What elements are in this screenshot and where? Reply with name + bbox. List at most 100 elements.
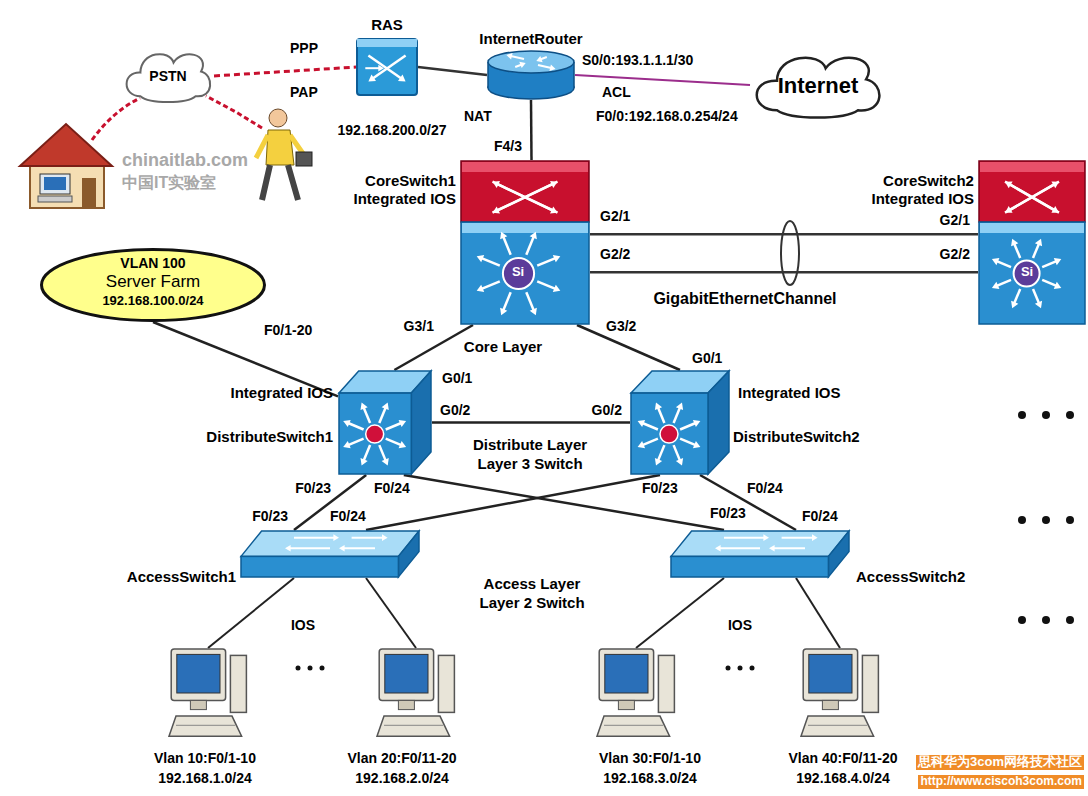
watermark: 中国IT实验室: [122, 174, 216, 192]
node-text: AccessSwitch2: [856, 568, 965, 585]
network-link: [366, 475, 660, 530]
network-link: [418, 67, 487, 75]
node-text: Vlan 30:F0/1-10: [599, 750, 701, 766]
port-label: F0/24: [372, 480, 412, 496]
distribution-switch: Integrated IOSDistributeSwitch1: [160, 368, 432, 476]
pc-shape: [376, 648, 456, 740]
node-text: 192.168.2.0/24: [355, 770, 448, 786]
port-label: G0/2: [438, 402, 472, 418]
node-text: Integrated IOS: [738, 384, 841, 401]
protocol-label: PAP: [288, 84, 320, 100]
dialup-line: [206, 96, 262, 128]
access-icon: [240, 530, 420, 578]
dist-icon: [630, 370, 730, 475]
node-text: PSTN: [149, 68, 186, 84]
pc-workstation: Vlan 10:F0/1-10 192.168.1.0/24: [140, 648, 280, 793]
internet-cloud: Internet: [750, 50, 885, 120]
router-icon: [487, 50, 575, 100]
port-label: F0/23: [640, 480, 680, 496]
access-switch: AccessSwitch2: [670, 530, 980, 594]
node-text: DistributeSwitch1: [206, 428, 333, 445]
dist-shape: [338, 370, 432, 475]
node-text: RAS: [371, 16, 403, 33]
layer-label: Layer 2 Switch: [478, 594, 587, 611]
core-switch: CoreSwitch1Integrated IOS: [340, 160, 590, 325]
port-label: G0/2: [590, 402, 624, 418]
interface-label: S0/0:193.1.1.1/30: [580, 52, 695, 68]
port-label: G3/1: [402, 318, 436, 334]
chip-label: Si: [512, 265, 524, 280]
ras-icon: [356, 38, 418, 96]
router-shape: [487, 50, 575, 100]
ras-shape: [356, 38, 418, 96]
node-text: Vlan 10:F0/1-10: [154, 750, 256, 766]
port-label: G2/1: [598, 208, 632, 224]
node-text: InternetRouter: [479, 30, 582, 47]
pc-workstation: Vlan 30:F0/1-10192.168.3.0/24: [580, 648, 720, 793]
port-label: F0/24: [328, 508, 368, 524]
network-link: [366, 578, 416, 648]
interface-label: F0/0:192.168.0.254/24: [594, 108, 740, 124]
pc-shape: [168, 648, 248, 740]
feature-label: ACL: [600, 84, 633, 100]
ras-server: RAS 192.168.200.0/27: [318, 12, 468, 144]
port-label: G2/1: [938, 212, 972, 228]
core-shape: [460, 160, 590, 325]
layer-label: Core Layer: [462, 338, 544, 355]
port-label: G0/1: [690, 350, 724, 366]
pc-shape: [800, 648, 880, 740]
os-label: IOS: [726, 617, 754, 633]
port-label: F4/3: [492, 138, 524, 154]
node-text: VLAN 100: [120, 255, 185, 271]
core-icon: [460, 160, 590, 325]
port-label: F0/1-20: [262, 322, 314, 338]
chip-label: Si: [1021, 265, 1033, 280]
core-icon: [978, 160, 1086, 325]
layer-label: Access Layer: [482, 575, 583, 592]
node-text: 192.168.4.0/24: [796, 770, 889, 786]
node-text: Integrated IOS: [872, 190, 975, 207]
access-shape: [670, 530, 850, 578]
network-link: [796, 578, 840, 648]
core-shape: [978, 160, 1086, 325]
protocol-label: PPP: [288, 40, 320, 56]
node-text: Vlan 20:F0/11-20: [348, 750, 457, 766]
node-text: CoreSwitch1: [365, 172, 456, 189]
layer-label: Distribute Layer: [471, 436, 589, 453]
port-label: F0/24: [745, 480, 785, 496]
watermark: http://www.ciscoh3com.com: [918, 775, 1084, 789]
pc-icon: [376, 648, 456, 740]
pstn-cloud: PSTN: [122, 48, 214, 104]
network-link: [208, 578, 294, 648]
distribution-switch: Integrated IOSDistributeSwitch2: [630, 368, 880, 476]
network-link: [700, 475, 796, 530]
network-link: [530, 100, 533, 160]
network-link: [432, 421, 630, 424]
node-text: 192.168.100.0/24: [102, 294, 203, 309]
server-farm-ellipse: VLAN 100Server Farm 192.168.100.0/24: [40, 248, 266, 322]
port-label: G2/2: [938, 246, 972, 262]
dist-shape: [630, 370, 730, 475]
port-label: F0/23: [708, 505, 748, 521]
pc-icon: [596, 648, 676, 740]
node-text: Integrated IOS: [354, 190, 457, 207]
node-text: Internet: [778, 73, 859, 98]
pc-workstation: Vlan 20:F0/11-20 192.168.2.0/24: [330, 648, 470, 793]
node-text: Server Farm: [106, 272, 200, 292]
watermark: 思科华为3com网络技术社区: [916, 755, 1084, 770]
core-switch: CoreSwitch2Integrated IOS: [840, 160, 1086, 325]
pc-icon: [168, 648, 248, 740]
port-label: G0/1: [440, 370, 474, 386]
port-label: F0/23: [293, 480, 333, 496]
node-text: 192.168.200.0/27: [338, 122, 447, 138]
port-label: F0/24: [800, 508, 840, 524]
pc-icon: [800, 648, 880, 740]
node-text: 192.168.1.0/24: [158, 770, 251, 786]
house-icon: [20, 124, 112, 208]
network-link: [590, 271, 978, 274]
network-link: [404, 475, 724, 530]
port-label: G3/2: [604, 318, 638, 334]
